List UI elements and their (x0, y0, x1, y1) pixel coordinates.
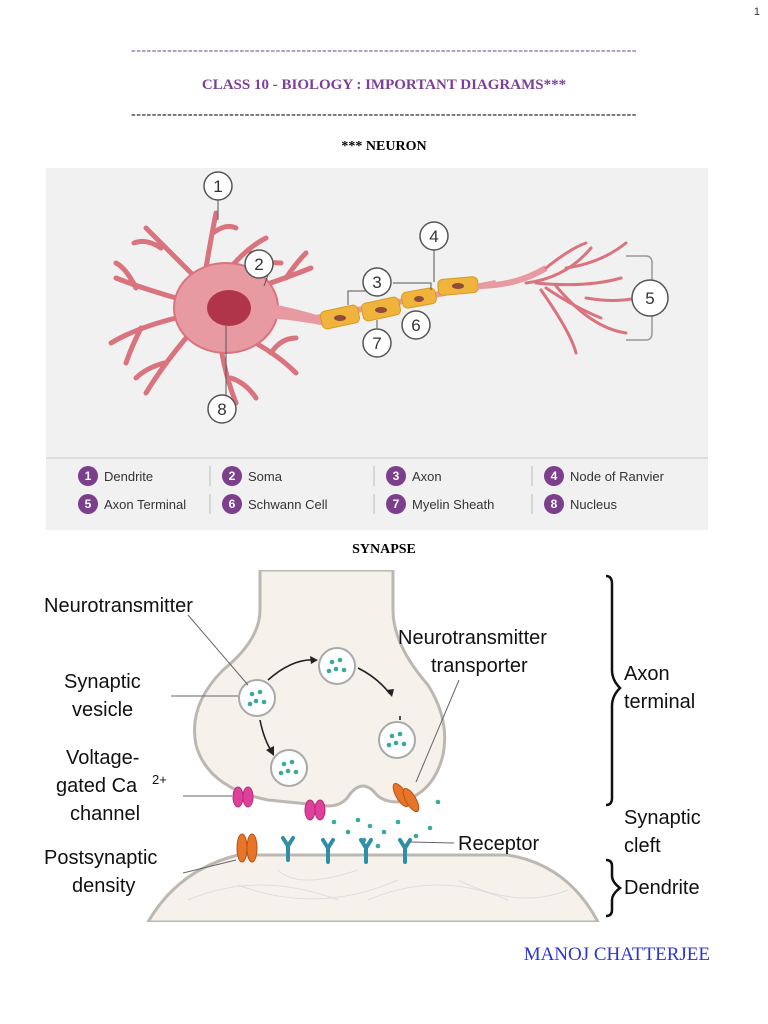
legend-badge-6: 6 (229, 497, 236, 511)
label-voltage-gated-2: gated Ca (56, 775, 138, 797)
legend-badge-8: 8 (551, 497, 558, 511)
label-postsynaptic-1: Postsynaptic (44, 847, 157, 869)
label-synaptic-cleft-2: cleft (624, 835, 661, 857)
neuron-diagram: 1 2 3 4 5 6 7 8 1 2 3 4 5 6 7 8 (46, 168, 708, 530)
label-axon-terminal-2: terminal (624, 691, 695, 713)
label-neurotransmitter: Neurotransmitter (44, 595, 193, 617)
legend-label-schwann-cell: Schwann Cell (248, 497, 328, 512)
legend-badge-3: 3 (393, 469, 400, 483)
label-synaptic-cleft-1: Synaptic (624, 807, 701, 829)
label-axon-terminal-1: Axon (624, 663, 670, 685)
legend-label-node-of-ranvier: Node of Ranvier (570, 469, 665, 484)
legend-badge-7: 7 (393, 497, 400, 511)
neuron-marker-6: 6 (411, 316, 420, 335)
synapse-heading: SYNAPSE (352, 542, 416, 557)
legend-label-nucleus: Nucleus (570, 497, 617, 512)
label-transporter-1: Neurotransmitter (398, 627, 547, 649)
legend-badge-2: 2 (229, 469, 236, 483)
label-transporter-2: transporter (431, 655, 528, 677)
label-dendrite: Dendrite (624, 877, 700, 899)
divider-top: ----------------------------------------… (131, 43, 637, 58)
synapse-diagram: Neurotransmitter Synaptic vesicle Voltag… (38, 568, 728, 924)
neuron-marker-group (203, 171, 669, 424)
legend-label-soma: Soma (248, 469, 283, 484)
label-synaptic-vesicle-1: Synaptic (64, 671, 141, 693)
label-voltage-gated-sup: 2+ (152, 772, 167, 787)
legend-badge-4: 4 (551, 469, 558, 483)
legend-label-axon: Axon (412, 469, 442, 484)
legend-badge-5: 5 (85, 497, 92, 511)
legend-badge-1: 1 (85, 469, 92, 483)
neuron-marker-3: 3 (372, 273, 381, 292)
neuron-marker-8: 8 (217, 400, 226, 419)
label-postsynaptic-2: density (72, 875, 135, 897)
page-title: CLASS 10 - BIOLOGY : IMPORTANT DIAGRAMS*… (201, 77, 567, 93)
label-receptor: Receptor (458, 833, 539, 855)
label-voltage-gated-3: channel (70, 803, 140, 825)
author-name: MANOJ CHATTERJEE (523, 944, 710, 965)
neuron-marker-5: 5 (645, 289, 654, 308)
legend-label-dendrite: Dendrite (104, 469, 153, 484)
page-number: 1 (753, 6, 760, 18)
divider-bottom: ----------------------------------------… (131, 107, 637, 122)
legend-label-axon-terminal: Axon Terminal (104, 497, 186, 512)
neuron-marker-7: 7 (372, 334, 381, 353)
label-synaptic-vesicle-2: vesicle (72, 699, 133, 721)
label-voltage-gated-1: Voltage- (66, 747, 139, 769)
neuron-marker-4: 4 (429, 227, 438, 246)
legend-label-myelin-sheath: Myelin Sheath (412, 497, 494, 512)
neuron-heading: *** NEURON (341, 139, 427, 154)
neuron-marker-1: 1 (213, 177, 222, 196)
neuron-marker-2: 2 (254, 255, 263, 274)
